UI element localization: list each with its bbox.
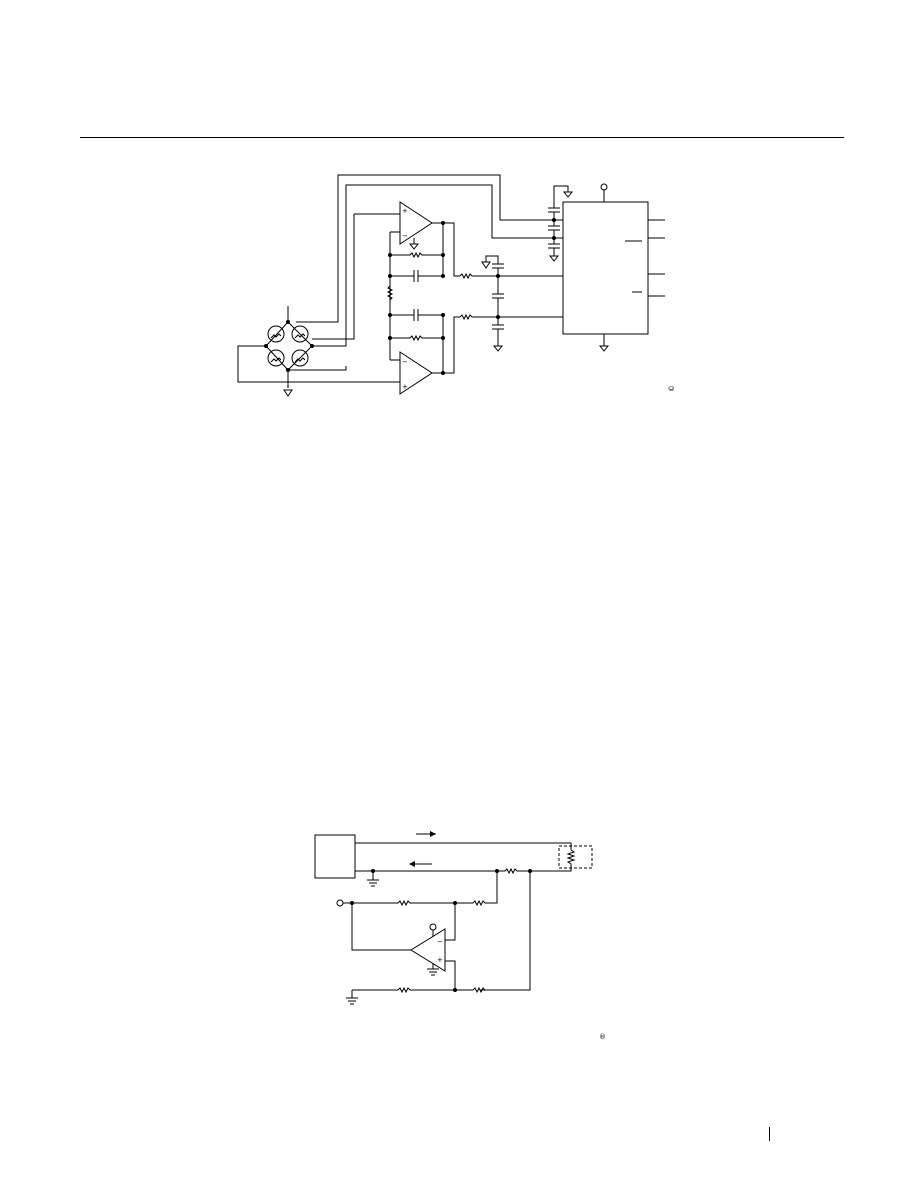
wire-outer-2 (312, 184, 563, 347)
reference-caps (548, 185, 574, 262)
thermistor-3 (267, 349, 285, 367)
sensor-box (314, 834, 356, 879)
page-edge-mark (769, 1127, 770, 1141)
op-amp-lower-minus: − (402, 358, 408, 366)
op-amp-upper-minus: − (402, 232, 408, 240)
input-terminal (336, 899, 344, 907)
wire-outer-top (296, 174, 563, 323)
op-amp-lower: − + (390, 315, 460, 395)
output-filter (459, 255, 563, 352)
op-amp-upper: + − (389, 201, 460, 360)
thermistor-1 (267, 325, 285, 343)
feedback-network-upper (386, 251, 445, 301)
op-amp-minus: − (437, 938, 443, 946)
figure-2-sensor-loop: − + ® (314, 831, 606, 1041)
op-amp-plus: + (437, 956, 443, 964)
ground-return (367, 871, 379, 887)
wire-lower-bridge-left (237, 345, 400, 383)
wire-upper-opamp-in (312, 214, 355, 340)
figure-2-mark: ® (599, 1033, 606, 1041)
op-amp-lower-plus: + (402, 383, 408, 391)
thermistor-bridge (264, 306, 314, 397)
figure-1-mark: © (668, 385, 676, 392)
thermistor-4 (291, 349, 309, 367)
thermistor-2 (291, 325, 309, 343)
converter-ic (562, 183, 665, 352)
remote-sensor-box (558, 845, 593, 869)
figure-1-bridge-circuit: + − (237, 174, 676, 397)
op-amp-upper-plus: + (402, 207, 408, 215)
header-rule (80, 137, 844, 138)
ground-bottom (346, 990, 358, 1005)
wire-bridge-bottom (288, 366, 347, 371)
wire-top (355, 842, 572, 850)
op-amp: − + (410, 903, 456, 990)
ground-symbol-bridge (283, 389, 293, 397)
feedback-network-lower (388, 309, 445, 342)
remote-sensor (530, 849, 576, 872)
